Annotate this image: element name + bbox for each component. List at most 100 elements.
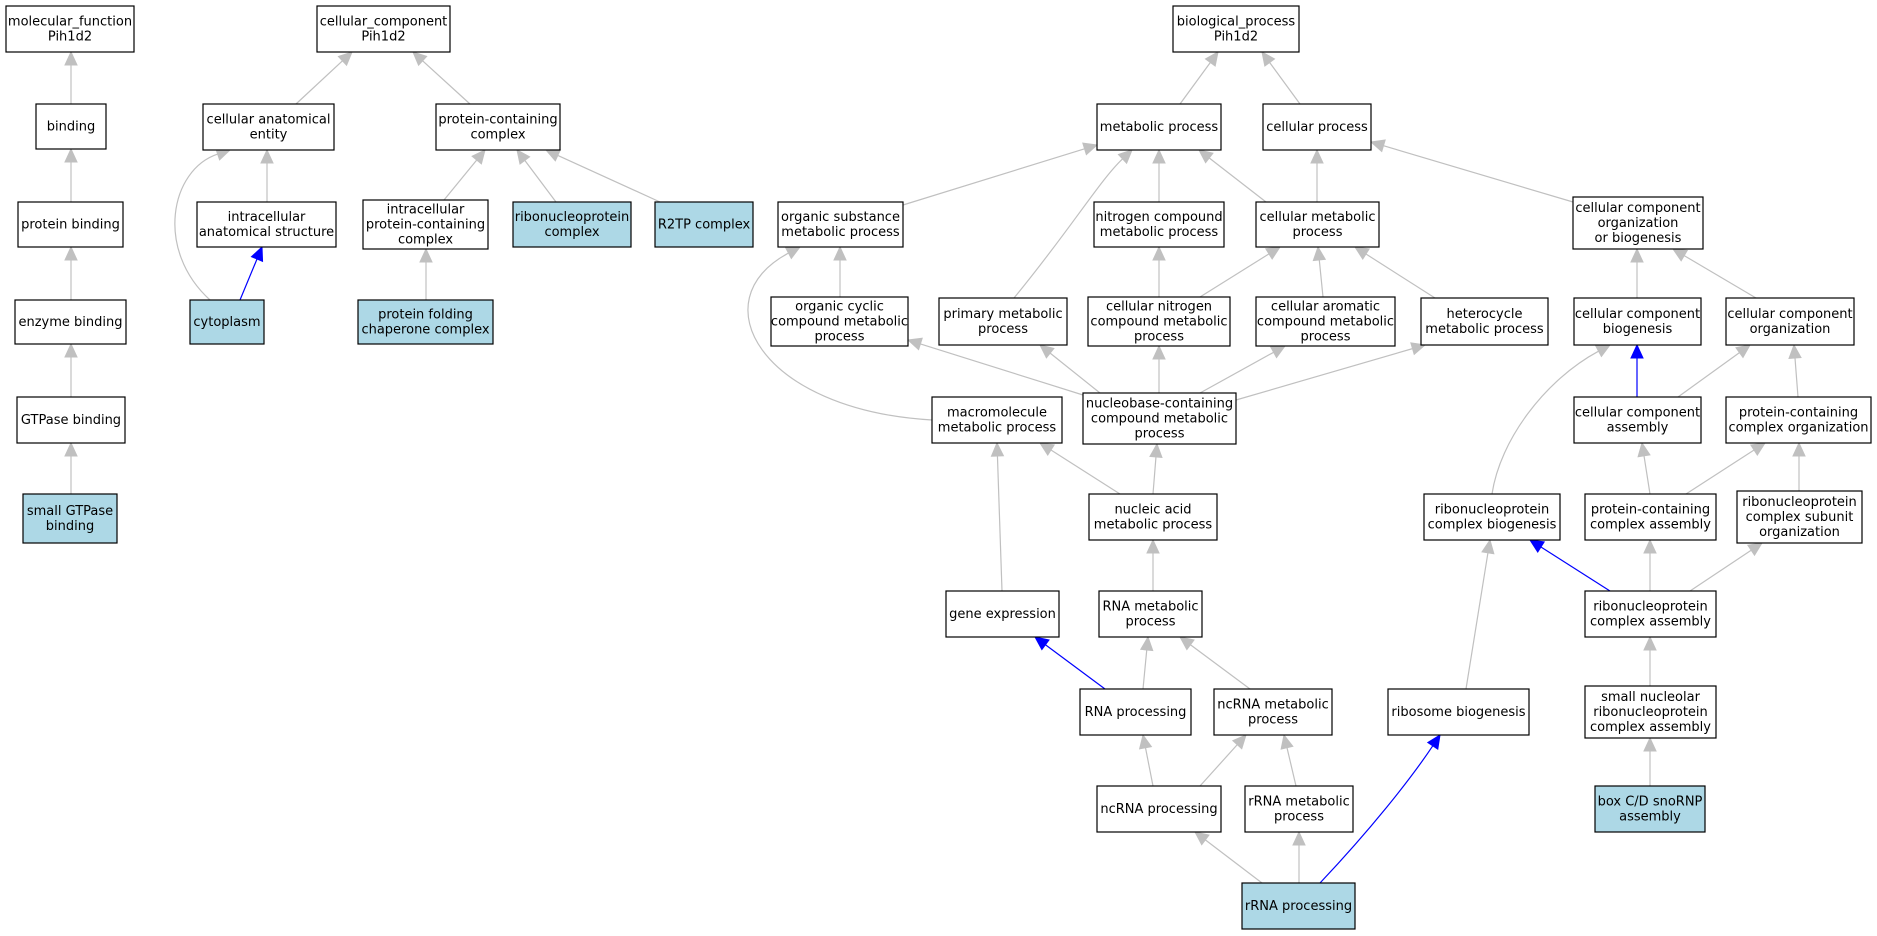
edge-metabolic_process-to-bp_root-line [1179,62,1211,105]
node-ncrna-processing[interactable]: ncRNA processing [1096,785,1222,833]
node-label-line: organization [1750,322,1831,337]
edge-rnp_complex_asm-to-rnp_subunit_org-arrowhead [1747,542,1763,557]
node-label-line: chaperone complex [361,323,489,338]
edge-prot_cont_complex_asm-to-prot_cont_complex_org-arrowhead [1749,442,1767,457]
node-gene-expression[interactable]: gene expression [945,590,1060,638]
node-label-line: cellular_component [320,15,448,30]
edge-metabolic_process-to-bp_root [1179,51,1219,105]
node-ribosome-biogen[interactable]: ribosome biogenesis [1387,688,1530,736]
node-box [1093,201,1225,248]
node-snorna-asm[interactable]: small nucleolarribonucleoproteincomplex … [1584,685,1717,739]
node-label-line: cytoplasm [193,315,260,330]
node-label-line: nucleic acid [1114,503,1191,518]
node-box [1088,493,1218,541]
edge-cell_metab-to-metabolic_process-line [1208,157,1267,203]
edge-rnp_complex_asm-to-prot_cont_complex_asm [1643,538,1657,591]
edge-ncrna_metab-to-rna_metab-arrowhead [1179,636,1195,651]
node-box [1096,103,1222,151]
node-metabolic-process[interactable]: metabolic process [1096,103,1222,151]
node-label-line: rRNA metabolic [1248,795,1349,810]
node-binding[interactable]: binding [35,103,107,150]
node-label-line: metabolic process [1425,322,1544,337]
node-rna-processing[interactable]: RNA processing [1079,688,1192,736]
node-label-line: compound metabolic [1091,412,1228,427]
edge-rnp_complex_asm-to-prot_cont_complex_asm-arrowhead [1643,538,1657,554]
node-protein-binding[interactable]: protein binding [17,201,124,248]
edge-prot_cont_complex_asm-to-cc_assembly-arrowhead [1637,441,1651,458]
node-label-line: cellular component [1727,307,1852,322]
node-label-line: complex [544,225,599,240]
node-enzyme-binding[interactable]: enzyme binding [14,299,127,345]
node-r2tp-complex[interactable]: R2TP complex [654,201,754,248]
edge-ncrna_metab-to-rna_metab [1179,636,1251,690]
node-cytoplasm[interactable]: cytoplasm [189,299,265,345]
edge-primary_metab-to-metabolic_process-arrowhead [1117,149,1133,165]
edge-rrna_processing-to-ncrna_processing-line [1204,839,1263,884]
node-cellular-process[interactable]: cellular process [1262,103,1372,151]
node-label-line: protein binding [21,218,120,233]
node-label-line: R2TP complex [658,218,751,233]
edge-prot_cont_complex-to-cc_root-arrowhead [412,51,428,67]
edge-ribonucleoprotein_complex-to-prot_cont_complex-arrowhead [516,149,531,165]
node-label-line: compound metabolic [771,315,908,330]
node-label-line: organization [1598,216,1679,231]
node-box [1096,785,1222,833]
edge-cellular_process-to-bp_root-arrowhead [1261,51,1276,67]
edge-nucleobase_metab-to-primary_metab-arrowhead [1039,344,1055,359]
node-label-line: process [978,322,1028,337]
edge-nitrogen_comp_metab-to-metabolic_process-arrowhead [1152,148,1166,164]
edge-cell_metab-to-metabolic_process-arrowhead [1198,149,1214,164]
node-box [1082,392,1237,445]
node-gtpase-binding[interactable]: GTPase binding [16,396,126,444]
node-label-line: enzyme binding [18,315,122,330]
node-label-line: process [1134,330,1184,345]
node-label-line: compound metabolic [1090,315,1227,330]
node-label-line: complex biogenesis [1428,518,1557,533]
node-box [1594,785,1706,833]
node-label-line: binding [46,519,94,534]
edge-nucleobase_metab-to-cell_aromatic_metab-line [1199,351,1274,394]
edge-rna_metab-to-nucleic_acid_metab-arrowhead [1146,538,1160,554]
edge-small_gtpase_binding-to-gtpase_binding-arrowhead [64,441,78,457]
node-rrna-processing[interactable]: rRNA processing [1241,882,1356,930]
edge-cell_nitrogen_metab-to-cell_metab-line [1199,253,1270,298]
node-label-line: ribonucleoprotein [1593,600,1708,615]
edge-cc_org_biogen-to-cellular_process-line [1383,145,1574,203]
edge-ribosome_biogen-to-rnp_complex_biogen [1465,538,1495,690]
edge-primary_metab-to-metabolic_process-line [1013,158,1123,299]
